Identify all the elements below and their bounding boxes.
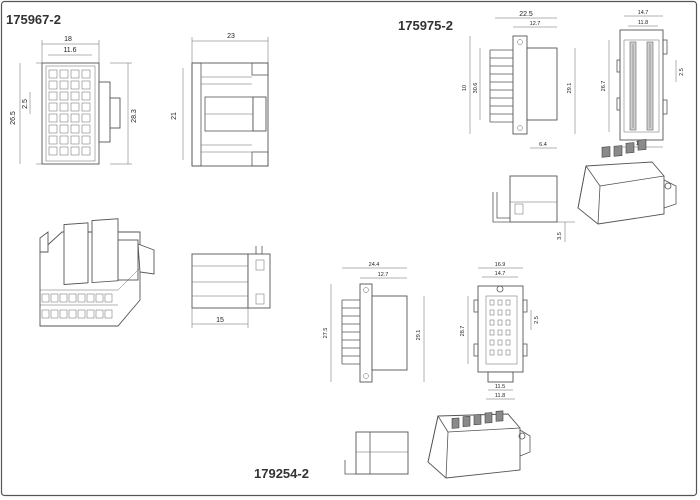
- dim-15: 15: [216, 317, 224, 324]
- front-view-175967: [36, 62, 121, 165]
- dim-6-4: 6.4: [539, 142, 547, 148]
- front-dims-175967: 18 11.6 26.5 2.5 28.3: [10, 36, 138, 165]
- dim-28-7: 28.7: [460, 326, 466, 337]
- dim-14-7-b: 14.7: [495, 271, 506, 277]
- side-view-175975: [489, 35, 558, 135]
- front-view-175975: [616, 29, 668, 141]
- dim-3-5: 3.5: [557, 232, 563, 240]
- dim-29-1-a: 29.1: [567, 83, 573, 94]
- isometric-view-179254: [427, 410, 531, 479]
- dim-22-5: 22.5: [519, 11, 533, 18]
- dim-26-7: 26.7: [601, 81, 607, 92]
- dim-11-8: 11.8: [638, 20, 648, 26]
- dim-29-1-b: 29.1: [416, 330, 422, 341]
- dim-28-3: 28.3: [131, 109, 138, 123]
- dim-14-7-a: 14.7: [638, 10, 649, 16]
- isometric-view-175975: [577, 139, 677, 225]
- side-dims-175967: 23 21: [171, 33, 269, 160]
- small-side-view-175975: 3.5: [492, 175, 575, 242]
- dim-26-5: 26.5: [10, 111, 17, 125]
- front-view-179254: [473, 285, 528, 383]
- cavity-grid-179254: [489, 299, 511, 356]
- dim-30-6: 30.6: [473, 83, 479, 94]
- cavity-grid-175967: [48, 69, 91, 156]
- side-view-175967: [191, 62, 269, 167]
- dim-10: 10: [462, 85, 468, 91]
- bottom-dims-175967: 15: [191, 308, 249, 328]
- side-view-179254: [341, 283, 408, 383]
- dim-18: 18: [64, 36, 72, 43]
- small-side-view-179254: [344, 431, 409, 475]
- part-number-175975: 175975-2: [398, 18, 453, 33]
- dim-21: 21: [171, 112, 178, 120]
- front-dims-179254: 16.9 14.7 28.7 2.5 11.5 11.8: [460, 262, 540, 400]
- dim-11-8: 11.8: [495, 393, 505, 399]
- dim-24-4: 24.4: [369, 262, 380, 268]
- part-number-179254: 179254-2: [254, 466, 309, 481]
- side-dims-175975: 22.5 12.7 10 30.6 29.1 6.4: [462, 11, 576, 149]
- isometric-view-175967: [39, 218, 155, 327]
- dim-16-9: 16.9: [495, 262, 506, 268]
- side-dims-179254: 24.4 12.7 27.5 29.1: [323, 262, 425, 382]
- dim-11-5: 11.5: [495, 384, 505, 390]
- dim-2-5-b: 2.5: [679, 68, 685, 76]
- dim-23: 23: [227, 33, 235, 40]
- iso-cavities-175967: [41, 293, 113, 319]
- dim-2-5-a: 2.5: [22, 99, 29, 109]
- dim-27-5: 27.5: [323, 328, 329, 339]
- bottom-view-175967: [191, 246, 271, 309]
- dim-2-5-c: 2.5: [534, 316, 540, 324]
- dim-12-7-b: 12.7: [378, 272, 389, 278]
- dim-11-6: 11.6: [63, 47, 76, 54]
- part-number-175967: 175967-2: [6, 12, 61, 27]
- dim-12-7-a: 12.7: [530, 21, 541, 27]
